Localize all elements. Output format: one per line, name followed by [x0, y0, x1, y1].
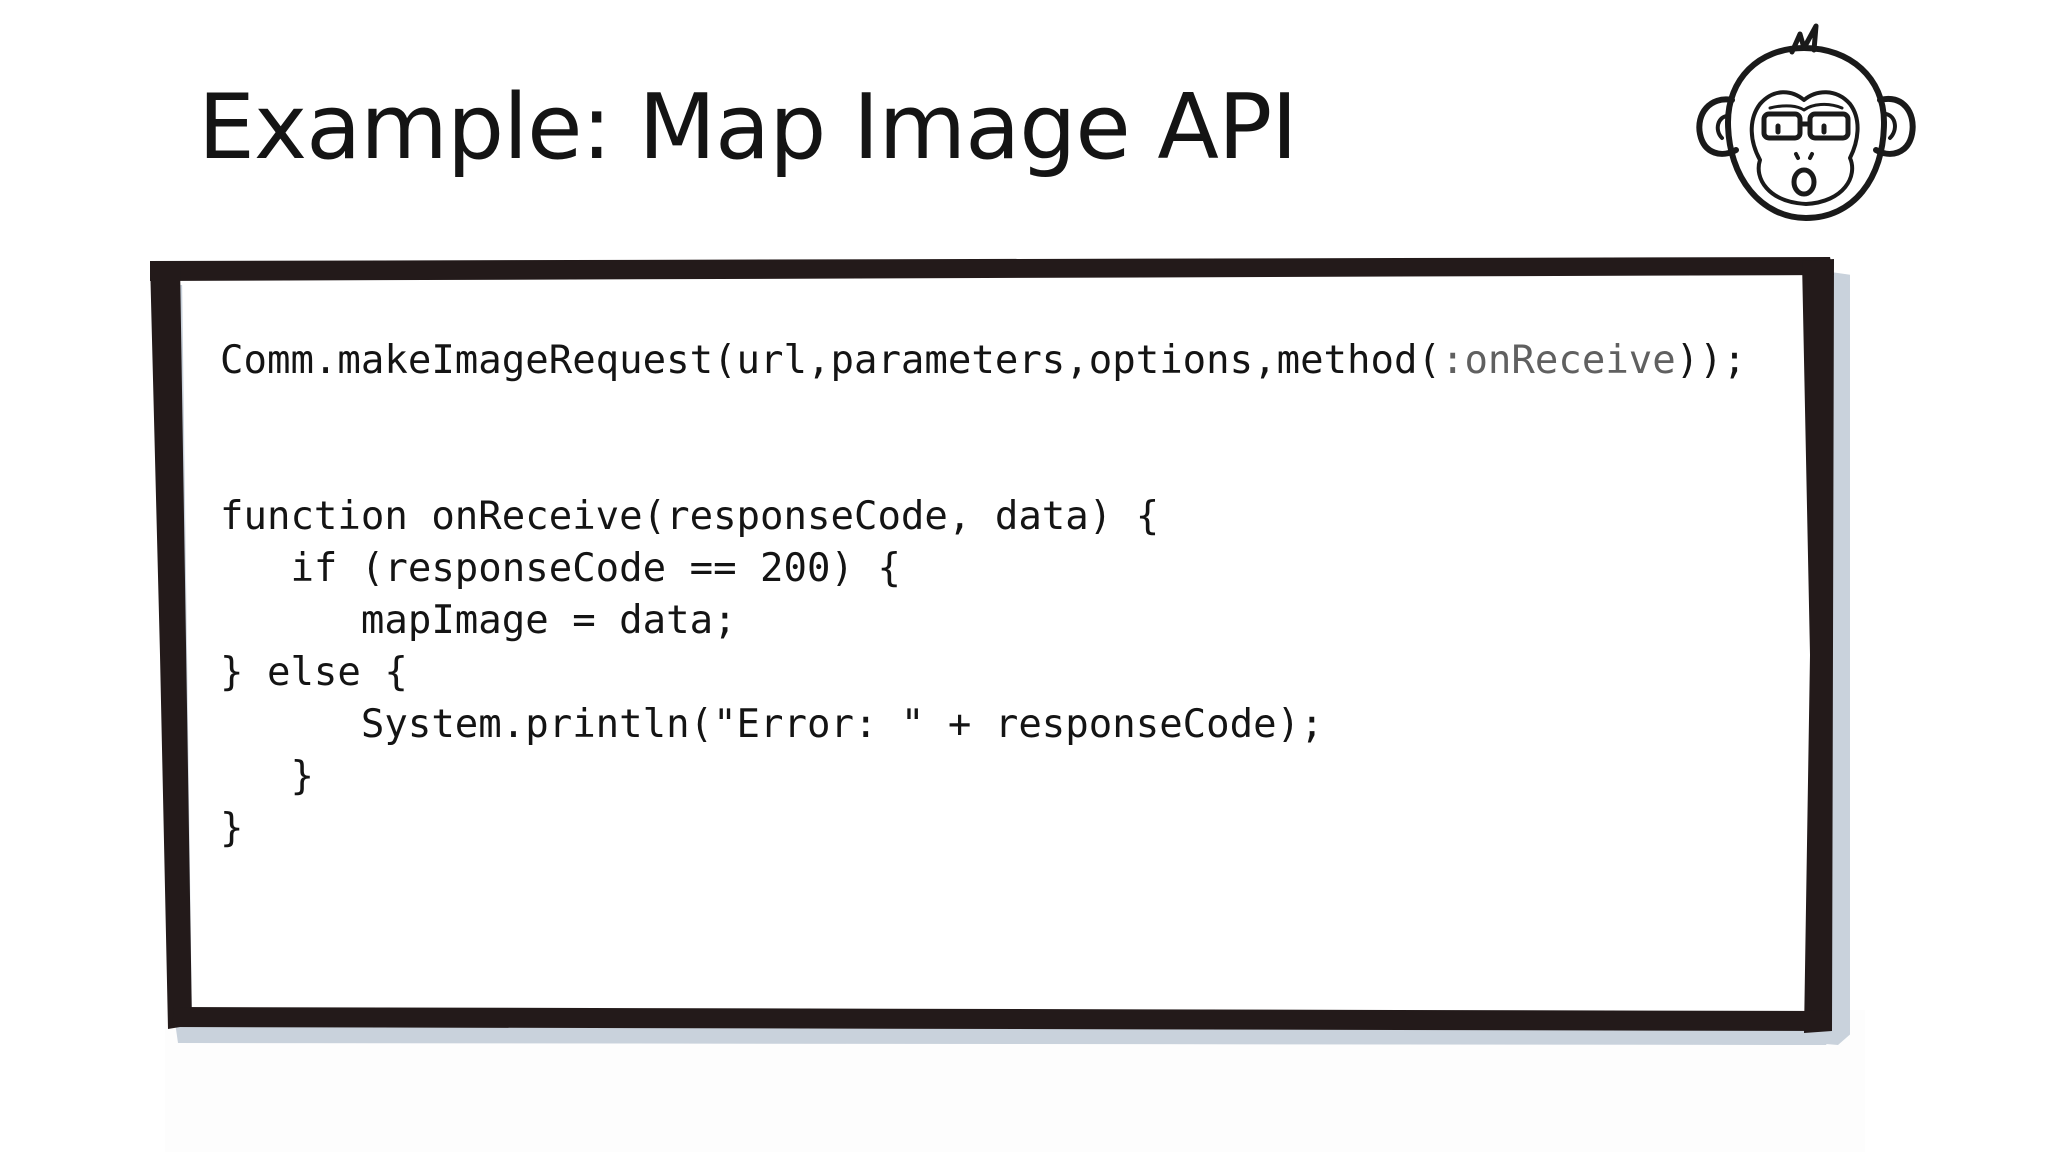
code-frame: Comm.makeImageRequest(url,parameters,opt…	[150, 255, 1850, 1045]
slide-title: Example: Map Image API	[198, 75, 1298, 180]
code-line: System.println("Error: " + responseCode)…	[220, 702, 1324, 747]
hand-drawn-frame	[150, 257, 1850, 1045]
code-symbol: :onReceive	[1440, 338, 1676, 383]
monkey-face-icon	[1696, 23, 1916, 221]
code-line: }	[220, 806, 244, 851]
code-line: Comm.makeImageRequest(url,parameters,opt…	[220, 335, 1746, 387]
code-block: Comm.makeImageRequest(url,parameters,opt…	[220, 335, 1746, 855]
code-line: mapImage = data;	[220, 598, 737, 643]
blank-line	[220, 387, 1746, 439]
code-line: } else {	[220, 650, 408, 695]
blank-line	[220, 439, 1746, 491]
code-line: }	[220, 754, 314, 799]
code-line: function onReceive(responseCode, data) {	[220, 494, 1160, 539]
code-line: if (responseCode == 200) {	[220, 546, 901, 591]
code-text: ));	[1675, 338, 1747, 383]
code-text: Comm.makeImageRequest(url,parameters,opt…	[220, 338, 1441, 383]
